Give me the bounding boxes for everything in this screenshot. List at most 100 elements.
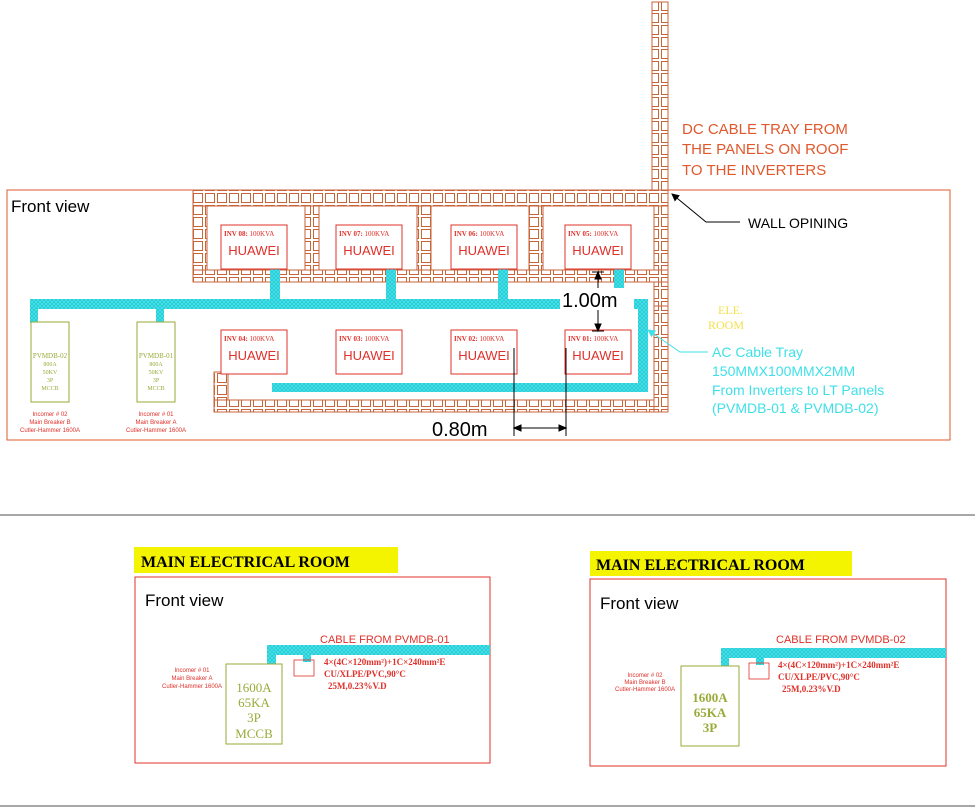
- room-2-spec-line-3: 25M,0.23%V.D: [782, 684, 841, 694]
- pvmdb-panel-text: 50KV: [43, 370, 58, 376]
- dc-cable-tray-top: [192, 189, 669, 207]
- inverter-id: INV 08:: [224, 230, 250, 238]
- inverter-box: [220, 329, 288, 375]
- room-1-cable-label: CABLE FROM PVMDB-01: [320, 634, 450, 646]
- pvmdb-panel-text: 3P: [47, 378, 54, 384]
- room-1-cable-drop-2: [303, 652, 311, 662]
- front-view-title: Front view: [11, 197, 90, 216]
- room-1-cable-tray: [267, 645, 490, 655]
- inverter-label: INV 04: 100KVA: [224, 335, 274, 343]
- dim-vertical-bg: [560, 288, 634, 310]
- pvmdb-panel-text: PVMDB-01: [139, 352, 174, 360]
- ac-note-leader: [647, 329, 708, 353]
- room-1-breaker-text: 1600A 65KA 3P MCCB: [235, 680, 273, 741]
- room-2-front-view: Front view: [600, 594, 679, 613]
- dimension-vertical-label: 1.00m: [562, 290, 618, 312]
- room-2-breaker-line-1: 1600A: [692, 690, 728, 705]
- inverter-label: INV 01: 100KVA: [568, 335, 618, 343]
- inverter-brand: HUAWEI: [572, 348, 624, 363]
- inverter-brand: HUAWEI: [458, 348, 510, 363]
- inverter-rating: 100KVA: [594, 335, 619, 343]
- room-1-incomer-line-3: Cutler-Hammer 1600A: [162, 684, 222, 690]
- inverter-rating: 100KVA: [365, 230, 390, 238]
- room-2-spec: 4×(4C×120mm²)+1C×240mm²E CU/XLPE/PVC,90°…: [778, 660, 899, 694]
- inverter-brand: HUAWEI: [458, 243, 510, 258]
- ele-room-label-2: ROOM: [708, 318, 744, 332]
- inverter-box: [220, 224, 288, 270]
- ele-room-label-1: ELE.: [718, 303, 743, 317]
- room-2-cable-drop-2: [756, 655, 764, 665]
- room-1-incomer-line-2: Main Breaker A: [171, 676, 212, 682]
- pvmdb-panel-text: 50KV: [149, 370, 164, 376]
- room-2-cable-drop: [721, 648, 729, 666]
- pvmdb-panel-caption: Incomer # 01: [138, 412, 174, 418]
- pvmdb-panel-caption: Main Breaker A: [135, 420, 176, 426]
- inverter-brand: HUAWEI: [228, 348, 280, 363]
- room-2-spec-line-1: 4×(4C×120mm²)+1C×240mm²E: [778, 660, 899, 670]
- inverter-id: INV 01:: [568, 335, 594, 343]
- room-1-incomer: Incomer # 01 Main Breaker A Cutler-Hamme…: [162, 668, 222, 690]
- inverter-box: [564, 329, 632, 375]
- room-2-cable-label: CABLE FROM PVMDB-02: [776, 634, 906, 646]
- inverter-label: INV 02: 100KVA: [454, 335, 504, 343]
- room-1-gland-box: [293, 659, 315, 677]
- inverter-enclosure-upper-right: [653, 205, 669, 307]
- room-2-breaker-line-2: 65KA: [694, 705, 727, 720]
- inverter-id: INV 04:: [224, 335, 250, 343]
- room-1-breaker-line-4: MCCB: [235, 726, 273, 741]
- inverter-id: INV 05:: [568, 230, 594, 238]
- room-2-incomer-line-1: Incomer # 02: [627, 673, 663, 679]
- inverter-brand: HUAWEI: [228, 243, 280, 258]
- inverter-brand: HUAWEI: [572, 243, 624, 258]
- inverter-id: INV 02:: [454, 335, 480, 343]
- inverter-box: [450, 224, 518, 270]
- ac-cable-tray: [30, 268, 648, 392]
- inverter-box: [450, 329, 518, 375]
- pvmdb-panel-box: [136, 321, 176, 403]
- ac-note-line-1: AC Cable Tray: [712, 344, 803, 360]
- room-2-breaker-line-3: 3P: [703, 720, 718, 735]
- bottom-inverter-4: INV 01: 100KVA HUAWEI: [564, 329, 632, 375]
- ac-note-line-4: (PVMDB-01 & PVMDB-02): [712, 400, 878, 416]
- room-2-frame: [589, 578, 947, 767]
- room-2-incomer: Incomer # 02 Main Breaker B Cutler-Hamme…: [615, 673, 675, 693]
- room-1-spec-line-3: 25M,0.23%V.D: [328, 681, 387, 691]
- dimension-vertical: [592, 270, 604, 333]
- wall-opening-label: WALL OPINING: [748, 215, 848, 231]
- inverter-rating: 100KVA: [250, 335, 275, 343]
- room-1-title-bg: [134, 547, 398, 573]
- ac-note-line-2: 150MMX100MMX2MM: [712, 363, 855, 379]
- room-1-breaker-line-2: 65KA: [238, 695, 270, 710]
- pvmdb-panel-text: MCCB: [147, 386, 164, 392]
- bottom-inverter-1: INV 04: 100KVA HUAWEI: [220, 329, 288, 375]
- dimension-horizontal-label: 0.80m: [432, 419, 488, 441]
- inverter-box: [335, 224, 403, 270]
- inverter-enclosure-lower-right: [653, 305, 669, 413]
- inverter-label: INV 08: 100KVA: [224, 230, 274, 238]
- dimension-horizontal: [512, 348, 568, 436]
- inverter-rating: 100KVA: [250, 230, 275, 238]
- bottom-inverter-3: INV 02: 100KVA HUAWEI: [450, 329, 518, 375]
- inverter-enclosure-lower-bottom: [213, 399, 669, 413]
- room-1-breaker-line-3: 3P: [247, 710, 261, 725]
- dc-note-line-3: TO THE INVERTERS: [682, 162, 826, 179]
- room-2-gland-box: [748, 662, 770, 680]
- pvmdb-panel-caption: Main Breaker B: [29, 420, 70, 426]
- room-2-title: MAIN ELECTRICAL ROOM: [596, 557, 805, 574]
- top-inverter-1: INV 08: 100KVA HUAWEI: [220, 224, 288, 270]
- pvmdb-panel-text: 800A: [149, 362, 163, 368]
- room-1-front-view: Front view: [145, 591, 224, 610]
- pvmdb-panel-text: MCCB: [41, 386, 58, 392]
- inverter-brand: HUAWEI: [343, 243, 395, 258]
- room-1-breaker: [225, 663, 283, 745]
- inverter-brand: HUAWEI: [343, 348, 395, 363]
- pvmdb-panel-caption: Cutler-Hammer 1600A: [20, 428, 80, 434]
- room-1-spec-line-1: 4×(4C×120mm²)+1C×240mm²E: [324, 657, 445, 667]
- room-2-cable-tray: [721, 648, 946, 658]
